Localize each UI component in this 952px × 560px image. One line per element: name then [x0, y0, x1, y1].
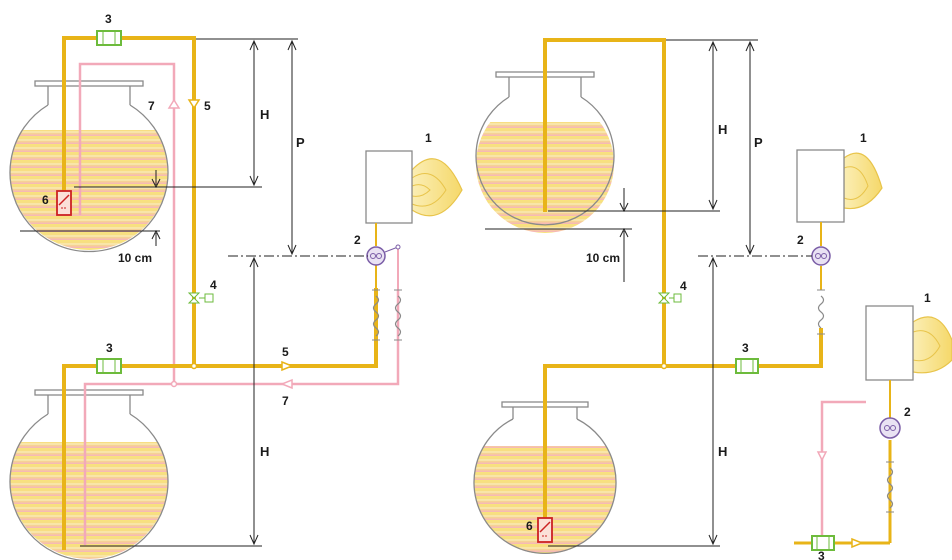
- burner-icon: [865, 305, 952, 418]
- pump-icon: [811, 246, 831, 266]
- burner-icon: [796, 149, 883, 246]
- filter-icon: [96, 30, 122, 46]
- filter-icon: [811, 535, 835, 551]
- label-filter: 3: [106, 341, 113, 355]
- supply-line: [543, 38, 892, 545]
- label-foot-valve: 6: [526, 519, 533, 533]
- label-height: H: [260, 444, 269, 459]
- label-valve: 4: [680, 279, 687, 293]
- flexible-hose-icon: [886, 461, 894, 513]
- filter-icon: [735, 358, 759, 374]
- labels: 3 3 3 3 7 7 5 5 6 6 4 4 1 1 1 2 2 2 H H …: [42, 12, 931, 560]
- valve-icon: [187, 292, 214, 304]
- label-filter: 3: [818, 549, 825, 560]
- tank-icon: [9, 389, 169, 560]
- label-supply: 5: [282, 345, 289, 359]
- label-foot-valve: 6: [42, 193, 49, 207]
- label-clearance: 10 cm: [118, 251, 152, 265]
- tank-icon: [9, 80, 169, 253]
- foot-valve-icon: [537, 517, 553, 543]
- flexible-hose-icon: [817, 266, 825, 335]
- foot-valve-icon: [56, 190, 72, 216]
- label-pressure: P: [296, 135, 305, 150]
- dimension-lines: [485, 39, 812, 547]
- label-height: H: [260, 107, 269, 122]
- flow-arrow-icon: [167, 98, 295, 390]
- flexible-hose-icon: [372, 247, 402, 341]
- valve-icon: [657, 292, 682, 304]
- return-line: [816, 400, 866, 545]
- pump-icon: [366, 244, 401, 266]
- label-filter: 3: [742, 341, 749, 355]
- label-burner: 1: [860, 131, 867, 145]
- burner-icon: [365, 150, 463, 246]
- return-line: [78, 62, 400, 545]
- label-pressure: P: [754, 135, 763, 150]
- pump-icon: [879, 417, 901, 439]
- label-valve: 4: [210, 278, 217, 292]
- dimension-lines: [20, 38, 368, 547]
- label-height: H: [718, 444, 727, 459]
- label-burner: 1: [924, 291, 931, 305]
- flow-arrow-icon: [851, 537, 865, 549]
- label-return: 7: [282, 394, 289, 408]
- label-supply: 5: [204, 99, 211, 113]
- label-pump: 2: [354, 233, 361, 247]
- label-pump: 2: [904, 405, 911, 419]
- label-return: 7: [148, 99, 155, 113]
- label-pump: 2: [797, 233, 804, 247]
- label-clearance: 10 cm: [586, 251, 620, 265]
- label-burner: 1: [425, 131, 432, 145]
- label-height: H: [718, 122, 727, 137]
- label-filter: 3: [105, 12, 112, 26]
- filter-icon: [96, 358, 122, 374]
